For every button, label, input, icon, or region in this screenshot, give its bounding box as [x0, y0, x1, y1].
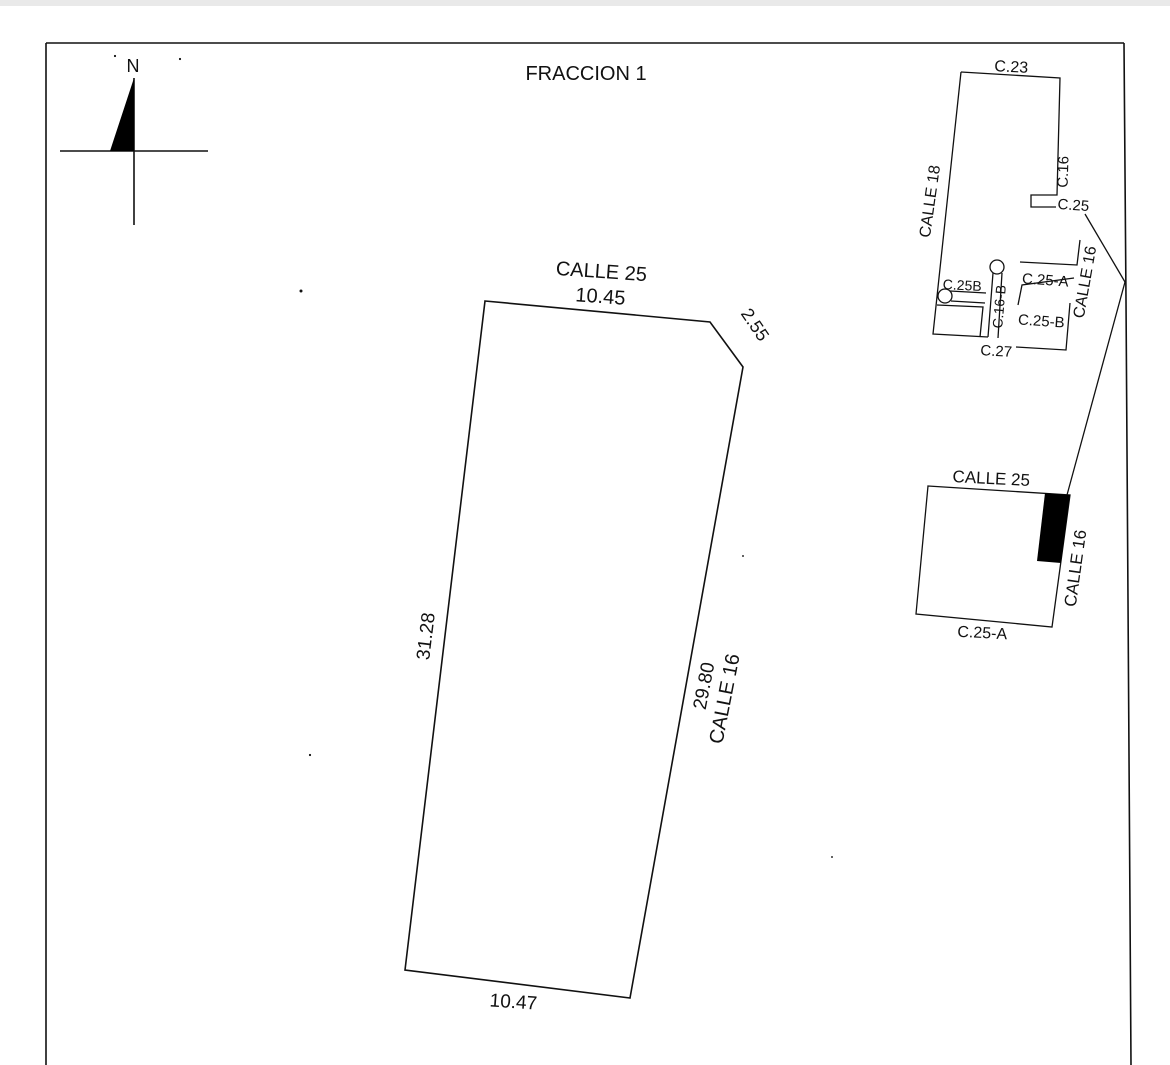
north-label: N: [127, 56, 140, 76]
parcel-north-length: 10.45: [575, 284, 626, 309]
parcel-south-length: 10.47: [489, 990, 538, 1014]
parcel-west-length: 31.28: [413, 611, 440, 661]
map-label-calle18: CALLE 18: [917, 164, 944, 239]
map-label-c25b-left: C.25B: [942, 276, 982, 294]
parcel-chamfer-length: 2.55: [737, 305, 773, 345]
drawing-frame: [45, 42, 1132, 1065]
map-label-c16: C.16: [1054, 156, 1072, 188]
sheet-title: FRACCION 1: [525, 63, 646, 85]
location-map: C.23 CALLE 18 C.16 C.25 CALLE 16 C.25-A …: [917, 58, 1126, 496]
map-label-c16b: C.16-B: [989, 284, 1009, 329]
map-label-c25: C.25: [1057, 196, 1090, 215]
block-east-street: CALLE 16: [1061, 529, 1091, 608]
block-north-street: CALLE 25: [952, 467, 1030, 490]
highlighted-lot: [1037, 493, 1070, 563]
block-detail: [915, 485, 1071, 628]
parcel-north-street-label: CALLE 25: [555, 258, 647, 286]
north-arrow-icon: N: [60, 54, 208, 225]
top-border-strip: [0, 0, 1170, 6]
scan-specks: [299, 289, 833, 858]
block-south-street: C.25-A: [957, 624, 1008, 644]
map-label-calle16: CALLE 16: [1071, 245, 1100, 320]
parcel-outline: [404, 300, 744, 999]
map-label-c25a: C.25-A: [1021, 270, 1069, 290]
map-label-c25b-right: C.25-B: [1017, 311, 1065, 331]
map-label-c23: C.23: [994, 58, 1029, 77]
map-label-c27: C.27: [980, 342, 1013, 361]
